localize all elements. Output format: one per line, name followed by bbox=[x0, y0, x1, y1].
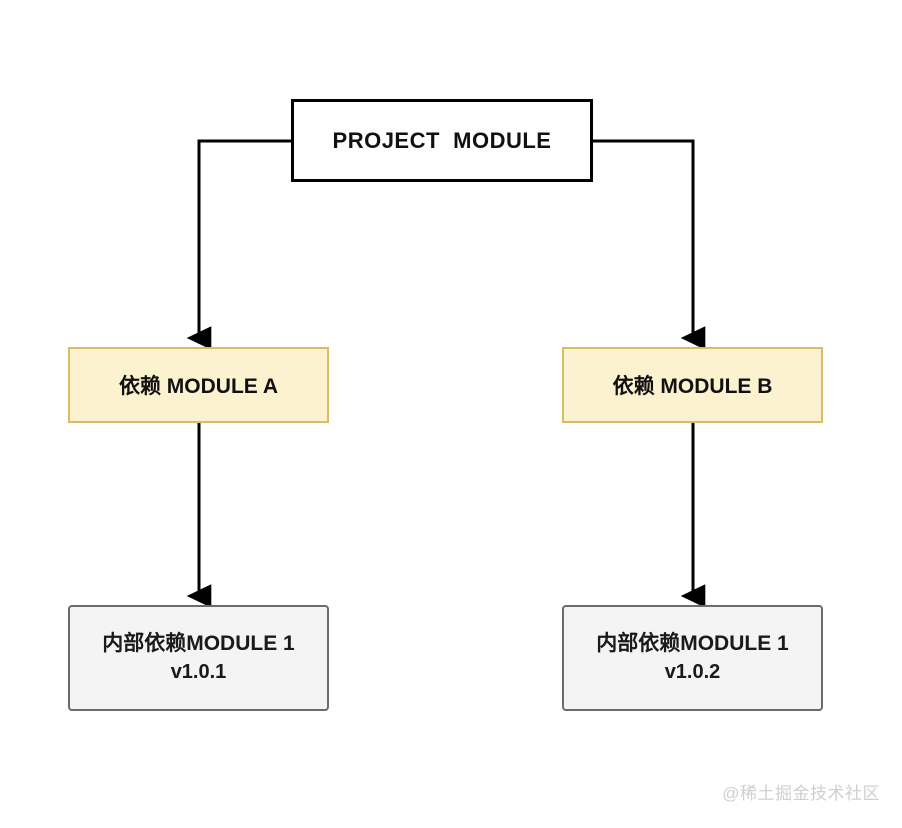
node-module-b-label: 依赖 MODULE B bbox=[612, 375, 773, 398]
node-inner-module-left[interactable]: 内部依赖MODULE 1 v1.0.1 bbox=[68, 605, 329, 711]
node-inner-module-right-label: 内部依赖MODULE 1 bbox=[596, 632, 789, 656]
node-project-module[interactable]: PROJECT MODULE bbox=[291, 99, 593, 182]
node-inner-module-left-label: 内部依赖MODULE 1 bbox=[102, 632, 295, 656]
node-inner-module-right[interactable]: 内部依赖MODULE 1 v1.0.2 bbox=[562, 605, 823, 711]
watermark: @稀土掘金技术社区 bbox=[722, 784, 880, 803]
node-module-a[interactable]: 依赖 MODULE A bbox=[68, 347, 329, 423]
edge-project-to-module-a bbox=[186, 139, 291, 350]
edge-project-to-module-b bbox=[593, 139, 706, 350]
node-inner-module-right-version: v1.0.2 bbox=[664, 660, 721, 683]
node-module-b[interactable]: 依赖 MODULE B bbox=[562, 347, 823, 423]
node-project-module-label: PROJECT MODULE bbox=[332, 127, 552, 153]
node-module-a-label: 依赖 MODULE A bbox=[118, 375, 279, 398]
node-inner-module-left-version: v1.0.1 bbox=[170, 660, 227, 683]
